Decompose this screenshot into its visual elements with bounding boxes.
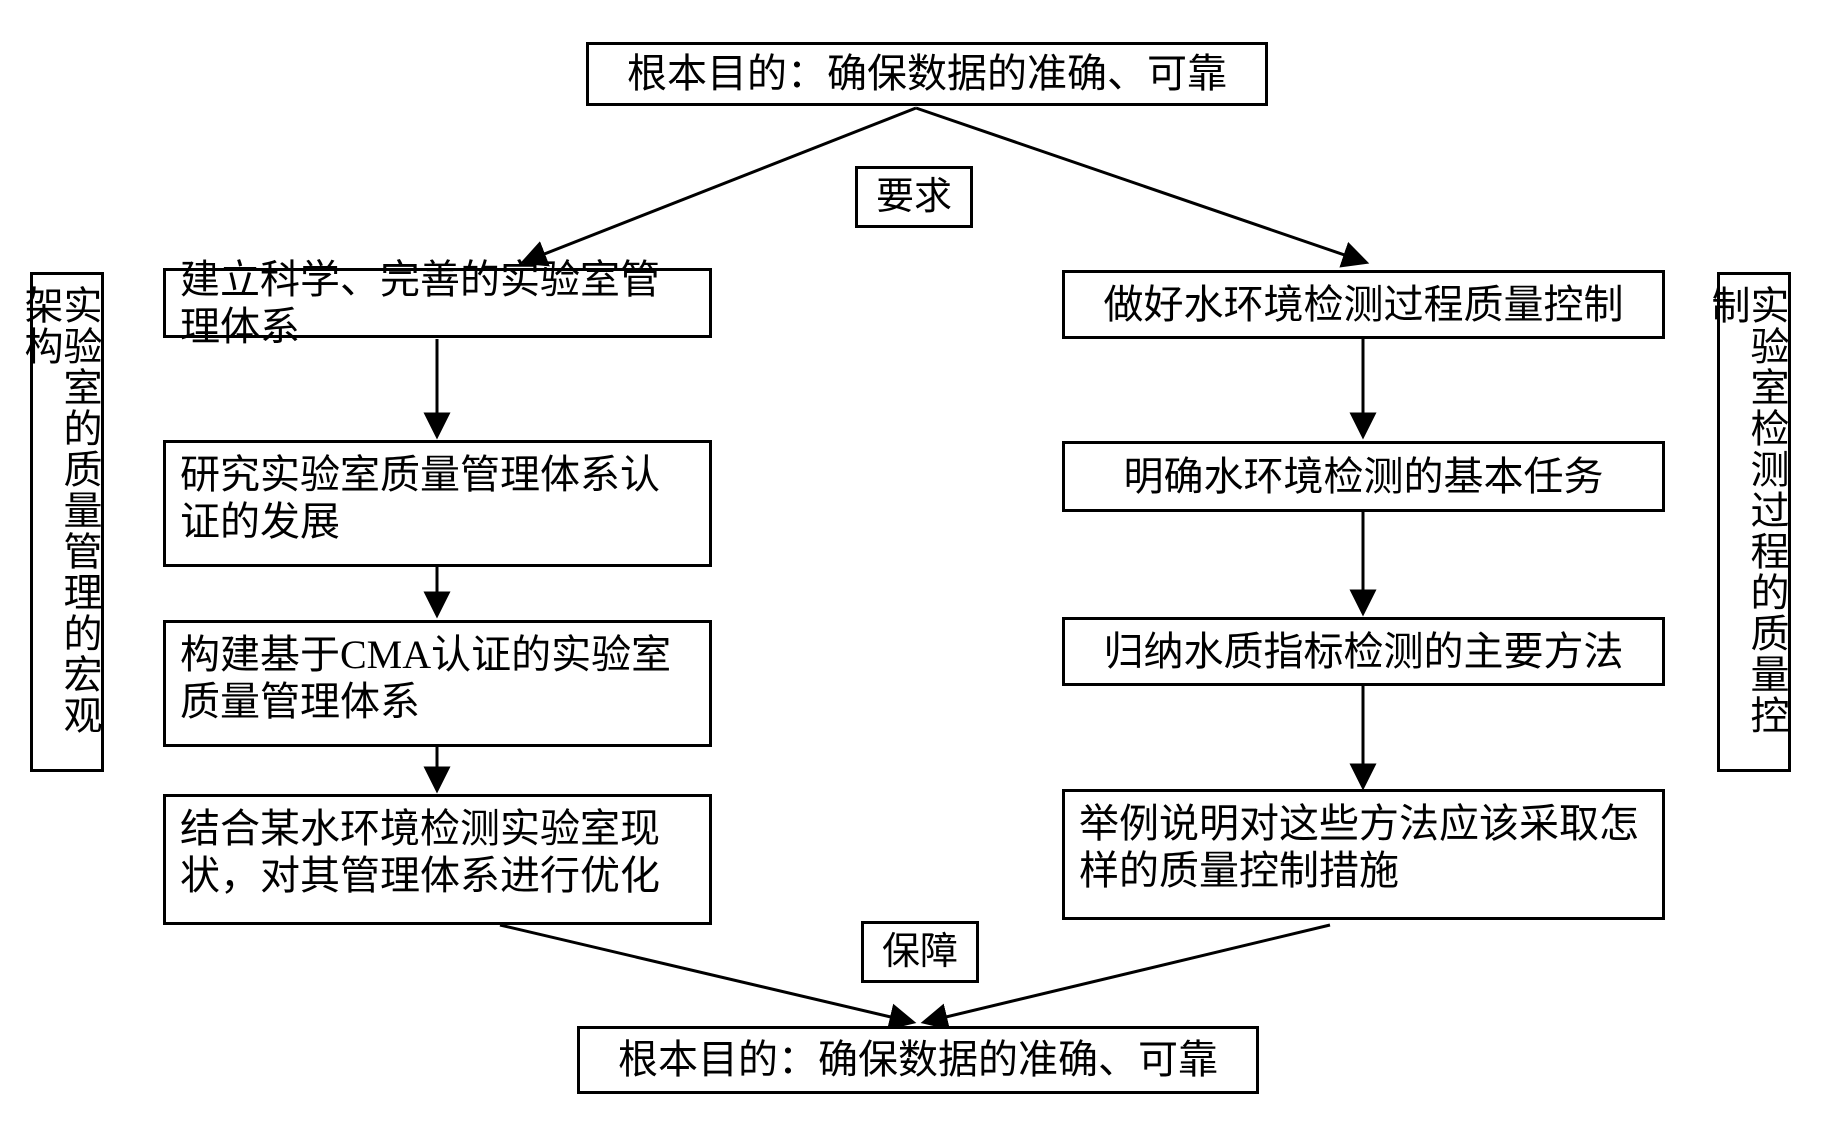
edge-left-to-bottom	[499, 923, 917, 1030]
node-right-3[interactable]: 归纳水质指标检测的主要方法	[1062, 617, 1665, 686]
node-root-bottom[interactable]: 根本目的：确保数据的准确、可靠	[577, 1026, 1259, 1094]
node-left-1[interactable]: 建立科学、完善的实验室管理体系	[163, 257, 712, 349]
node-left-4[interactable]: 结合某水环境检测实验室现状，对其管理体系进行优化	[163, 794, 712, 925]
side-label-left[interactable]: 实验室的质量管理的宏观架构	[19, 272, 104, 772]
node-right-4[interactable]: 举例说明对这些方法应该采取怎样的质量控制措施	[1062, 789, 1665, 920]
node-right-1[interactable]: 做好水环境检测过程质量控制	[1062, 270, 1665, 339]
side-label-right-text: 实验室检测过程的质量控制	[1706, 285, 1788, 736]
node-right-1-label: 做好水环境检测过程质量控制	[1103, 281, 1624, 327]
node-right-2[interactable]: 明确水环境检测的基本任务	[1062, 441, 1665, 512]
node-left-1-label: 建立科学、完善的实验室管理体系	[180, 256, 660, 349]
edge-label-top[interactable]: 要求	[855, 166, 973, 228]
node-root-bottom-label: 根本目的：确保数据的准确、可靠	[618, 1037, 1218, 1083]
side-label-right[interactable]: 实验室检测过程的质量控制	[1706, 272, 1791, 772]
node-left-4-label: 结合某水环境检测实验室现状，对其管理体系进行优化	[180, 806, 660, 899]
edge-top-to-right	[915, 106, 1370, 268]
node-left-2-label: 研究实验室质量管理体系认证的发展	[180, 452, 660, 545]
edge-label-bottom-text: 保障	[881, 930, 958, 973]
side-label-left-text: 实验室的质量管理的宏观架构	[19, 285, 101, 736]
edge-label-top-text: 要求	[875, 175, 952, 218]
node-left-3[interactable]: 构建基于CMA认证的实验室质量管理体系	[163, 620, 712, 747]
node-left-2[interactable]: 研究实验室质量管理体系认证的发展	[163, 440, 712, 567]
node-root-top-label: 根本目的：确保数据的准确、可靠	[627, 51, 1227, 97]
node-right-2-label: 明确水环境检测的基本任务	[1123, 453, 1604, 499]
node-root-top[interactable]: 根本目的：确保数据的准确、可靠	[586, 42, 1268, 106]
edge-label-bottom[interactable]: 保障	[861, 921, 979, 983]
node-right-3-label: 归纳水质指标检测的主要方法	[1103, 628, 1624, 674]
node-right-4-label: 举例说明对这些方法应该采取怎样的质量控制措施	[1079, 801, 1639, 894]
node-left-3-label: 构建基于CMA认证的实验室质量管理体系	[180, 632, 672, 725]
edge-right-to-bottom	[920, 923, 1331, 1030]
